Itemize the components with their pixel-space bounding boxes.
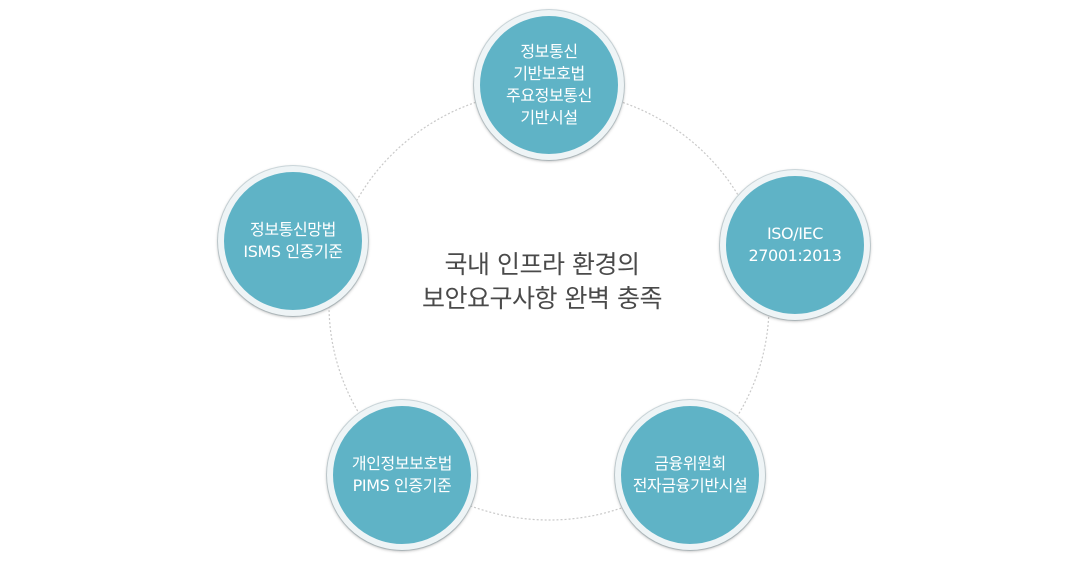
node-label-line: 정보통신망법 bbox=[250, 220, 336, 239]
node-label-line: 개인정보보호법 bbox=[351, 454, 453, 473]
node-financial-infrastructure: 금융위원회 전자금융기반시설 bbox=[615, 400, 765, 550]
node-label-line: 전자금융기반시설 bbox=[632, 476, 748, 495]
node-label-line: 주요정보통신 bbox=[506, 86, 592, 105]
node-label-line: 기반보호법 bbox=[513, 64, 585, 83]
center-caption: 국내 인프라 환경의 보안요구사항 완벽 충족 bbox=[392, 248, 692, 316]
node-iso-iec-27001: ISO/IEC 27001:2013 bbox=[720, 170, 870, 320]
node-label-line: ISMS 인증기준 bbox=[243, 242, 343, 261]
node-isms: 정보통신망법 ISMS 인증기준 bbox=[218, 166, 368, 316]
node-label-line: PIMS 인증기준 bbox=[352, 476, 452, 495]
center-caption-line-2: 보안요구사항 완벽 충족 bbox=[422, 284, 662, 313]
node-label-line: 금융위원회 bbox=[654, 454, 726, 473]
node-label-line: 기반시설 bbox=[520, 108, 578, 127]
node-critical-infrastructure: 정보통신 기반보호법 주요정보통신 기반시설 bbox=[474, 10, 624, 160]
node-label-line: 27001:2013 bbox=[748, 246, 842, 265]
node-label-line: 정보통신 bbox=[520, 42, 578, 61]
center-caption-line-1: 국내 인프라 환경의 bbox=[444, 250, 640, 279]
node-label-line: ISO/IEC bbox=[766, 224, 824, 243]
node-pims: 개인정보보호법 PIMS 인증기준 bbox=[327, 400, 477, 550]
